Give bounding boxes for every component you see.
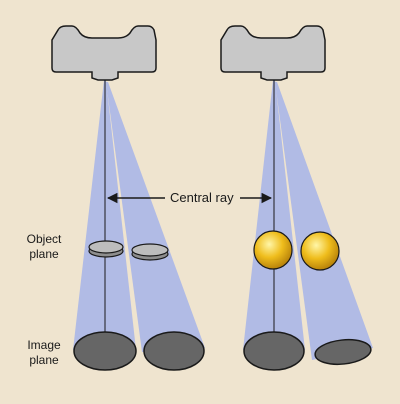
central-ray-label: Central ray [170, 190, 234, 205]
left-setup [51, 25, 205, 371]
left-image-shadow-1 [73, 331, 137, 371]
object-plane-line2: plane [29, 247, 59, 261]
left-beam-oblique [106, 82, 205, 352]
left-object-disc-2 [131, 243, 169, 261]
left-object-disc-1 [88, 240, 124, 258]
right-beam-oblique [275, 82, 373, 360]
left-xray-tube-icon [51, 25, 157, 81]
image-plane-line1: Image [27, 338, 61, 352]
image-plane-line2: plane [29, 353, 59, 367]
right-object-sphere-2 [300, 231, 340, 271]
left-image-shadow-2 [143, 331, 205, 371]
object-plane-label: Object plane [16, 232, 72, 262]
right-setup [220, 25, 373, 371]
right-object-sphere-1 [253, 230, 293, 270]
right-image-shadow-2 [314, 338, 372, 366]
object-plane-line1: Object [26, 232, 62, 246]
image-plane-label: Image plane [16, 338, 72, 368]
right-image-shadow-1 [243, 331, 305, 371]
right-xray-tube-icon [220, 25, 326, 81]
